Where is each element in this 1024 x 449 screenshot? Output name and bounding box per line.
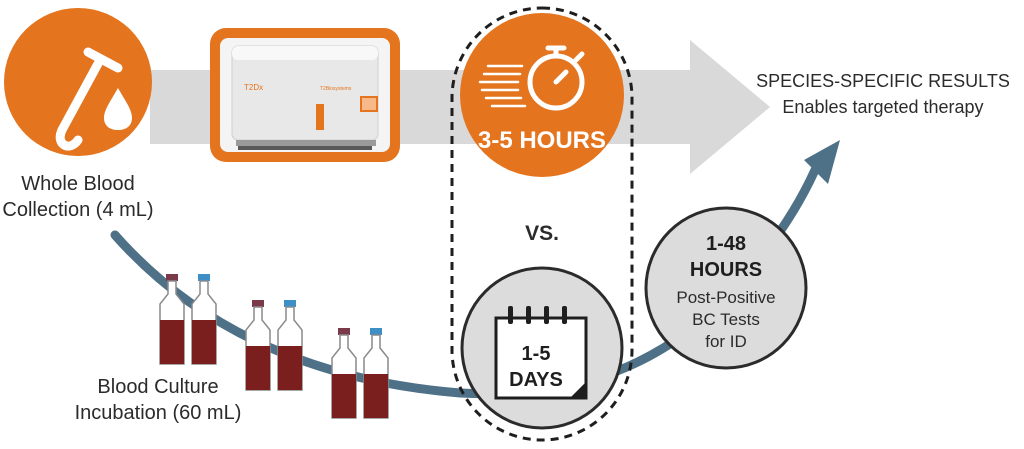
- t2dx-instrument: [210, 28, 400, 162]
- blood-drop-icon: [104, 88, 132, 130]
- post-positive-desc-line2: BC Tests: [692, 310, 760, 329]
- stopwatch-icon: [527, 45, 585, 111]
- bottle: [159, 274, 185, 365]
- bottle: [245, 300, 271, 391]
- result-label-line1: SPECIES-SPECIFIC RESULTS: [756, 71, 1010, 91]
- bottle: [191, 274, 217, 365]
- post-positive-desc-line3: for ID: [705, 332, 747, 351]
- bottle: [331, 328, 357, 419]
- blood-collection-circle: [4, 8, 152, 156]
- calendar-icon: [494, 306, 588, 400]
- bottle: [277, 300, 303, 391]
- comparison-capsule: [450, 6, 634, 442]
- bottom-path-arrowhead: [804, 140, 840, 184]
- culture-time-line2: DAYS: [509, 369, 563, 391]
- instrument-name: T2Dx: [244, 83, 263, 92]
- speed-lines-icon: [478, 64, 527, 108]
- collection-label-line2: Collection (4 mL): [2, 199, 153, 221]
- bottle: [363, 328, 389, 419]
- post-positive-time-line1: 1-48: [706, 233, 746, 255]
- comparison-label: VS.: [525, 222, 559, 245]
- culture-time-line1: 1-5: [522, 343, 551, 365]
- culture-label-line1: Blood Culture: [97, 376, 218, 398]
- collection-label-line1: Whole Blood: [21, 173, 134, 195]
- t2-time-label: 3-5 HOURS: [478, 127, 606, 154]
- post-positive-desc-line1: Post-Positive: [676, 288, 775, 307]
- instrument-brand: T2Biosystems: [320, 86, 352, 92]
- post-positive-circle: [644, 206, 808, 370]
- post-positive-time-line2: HOURS: [690, 259, 762, 281]
- result-label-line2: Enables targeted therapy: [782, 97, 983, 117]
- test-tube-drop-icon: [55, 47, 123, 151]
- culture-label-line2: Incubation (60 mL): [75, 402, 242, 424]
- blood-culture-bottles: [159, 274, 389, 419]
